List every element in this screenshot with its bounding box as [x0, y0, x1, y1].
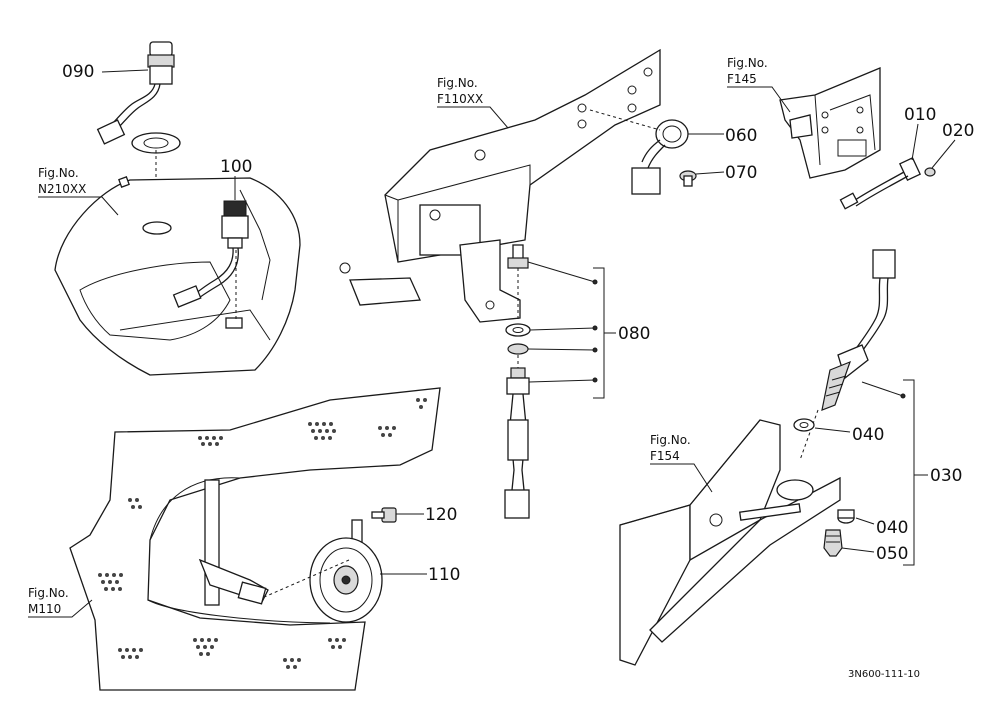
bracket-f110xx-assembly: 060 070 Fig.No. F110XX [339, 48, 757, 323]
fig-ref-f145-line1: Fig.No. [727, 56, 768, 70]
fender-m110-assembly: 120 110 Fig.No. M110 [28, 387, 460, 691]
bolt-050 [823, 529, 843, 557]
bracket-f154-assembly: 030 040 040 050 Fig.No. F154 [619, 249, 962, 666]
part-number-110: 110 [428, 565, 460, 585]
fig-ref-m110-line2: M110 [28, 602, 61, 616]
fig-ref-m110-line1: Fig.No. [28, 586, 69, 600]
part-number-100: 100 [220, 157, 252, 177]
part-number-040-lower: 040 [876, 518, 908, 538]
switch-100 [172, 200, 249, 322]
drawing-code: 3N600-111-10 [848, 669, 920, 680]
perforation-pattern [98, 398, 427, 669]
collar-040-lower [837, 509, 855, 524]
panel-n210xx-assembly: 090 100 Fig.No. N210XX [38, 41, 301, 376]
collar-040-upper [793, 418, 815, 432]
part-number-030: 030 [930, 466, 962, 486]
horn-110 [309, 519, 383, 623]
part-number-040-upper: 040 [852, 425, 884, 445]
part-number-050: 050 [876, 544, 908, 564]
switch-080-assembly: 080 [504, 244, 650, 519]
fig-ref-f145-line2: F145 [727, 72, 757, 86]
fig-ref-n210xx-line2: N210XX [38, 182, 86, 196]
part-number-060: 060 [725, 126, 757, 146]
part-number-120: 120 [425, 505, 457, 525]
screw-070 [679, 170, 697, 187]
switch-010 [839, 157, 922, 210]
fig-ref-f154-line2: F154 [650, 449, 680, 463]
fig-ref-f110xx-line1: Fig.No. [437, 76, 478, 90]
fig-ref-f110xx-line2: F110XX [437, 92, 483, 106]
fig-ref-n210xx-line1: Fig.No. [38, 166, 79, 180]
switch-030 [799, 249, 896, 461]
part-number-010: 010 [904, 105, 936, 125]
fig-ref-f154-line1: Fig.No. [650, 433, 691, 447]
part-number-020: 020 [942, 121, 974, 141]
bolt-120 [371, 507, 397, 523]
bracket-f145-assembly: 010 020 Fig.No. F145 [727, 56, 974, 210]
screw-020 [924, 167, 936, 177]
part-number-070: 070 [725, 163, 757, 183]
switch-090 [96, 41, 181, 225]
switch-060 [589, 109, 689, 195]
part-number-080: 080 [618, 324, 650, 344]
part-number-090: 090 [62, 62, 94, 82]
panel-n210xx [54, 176, 301, 376]
